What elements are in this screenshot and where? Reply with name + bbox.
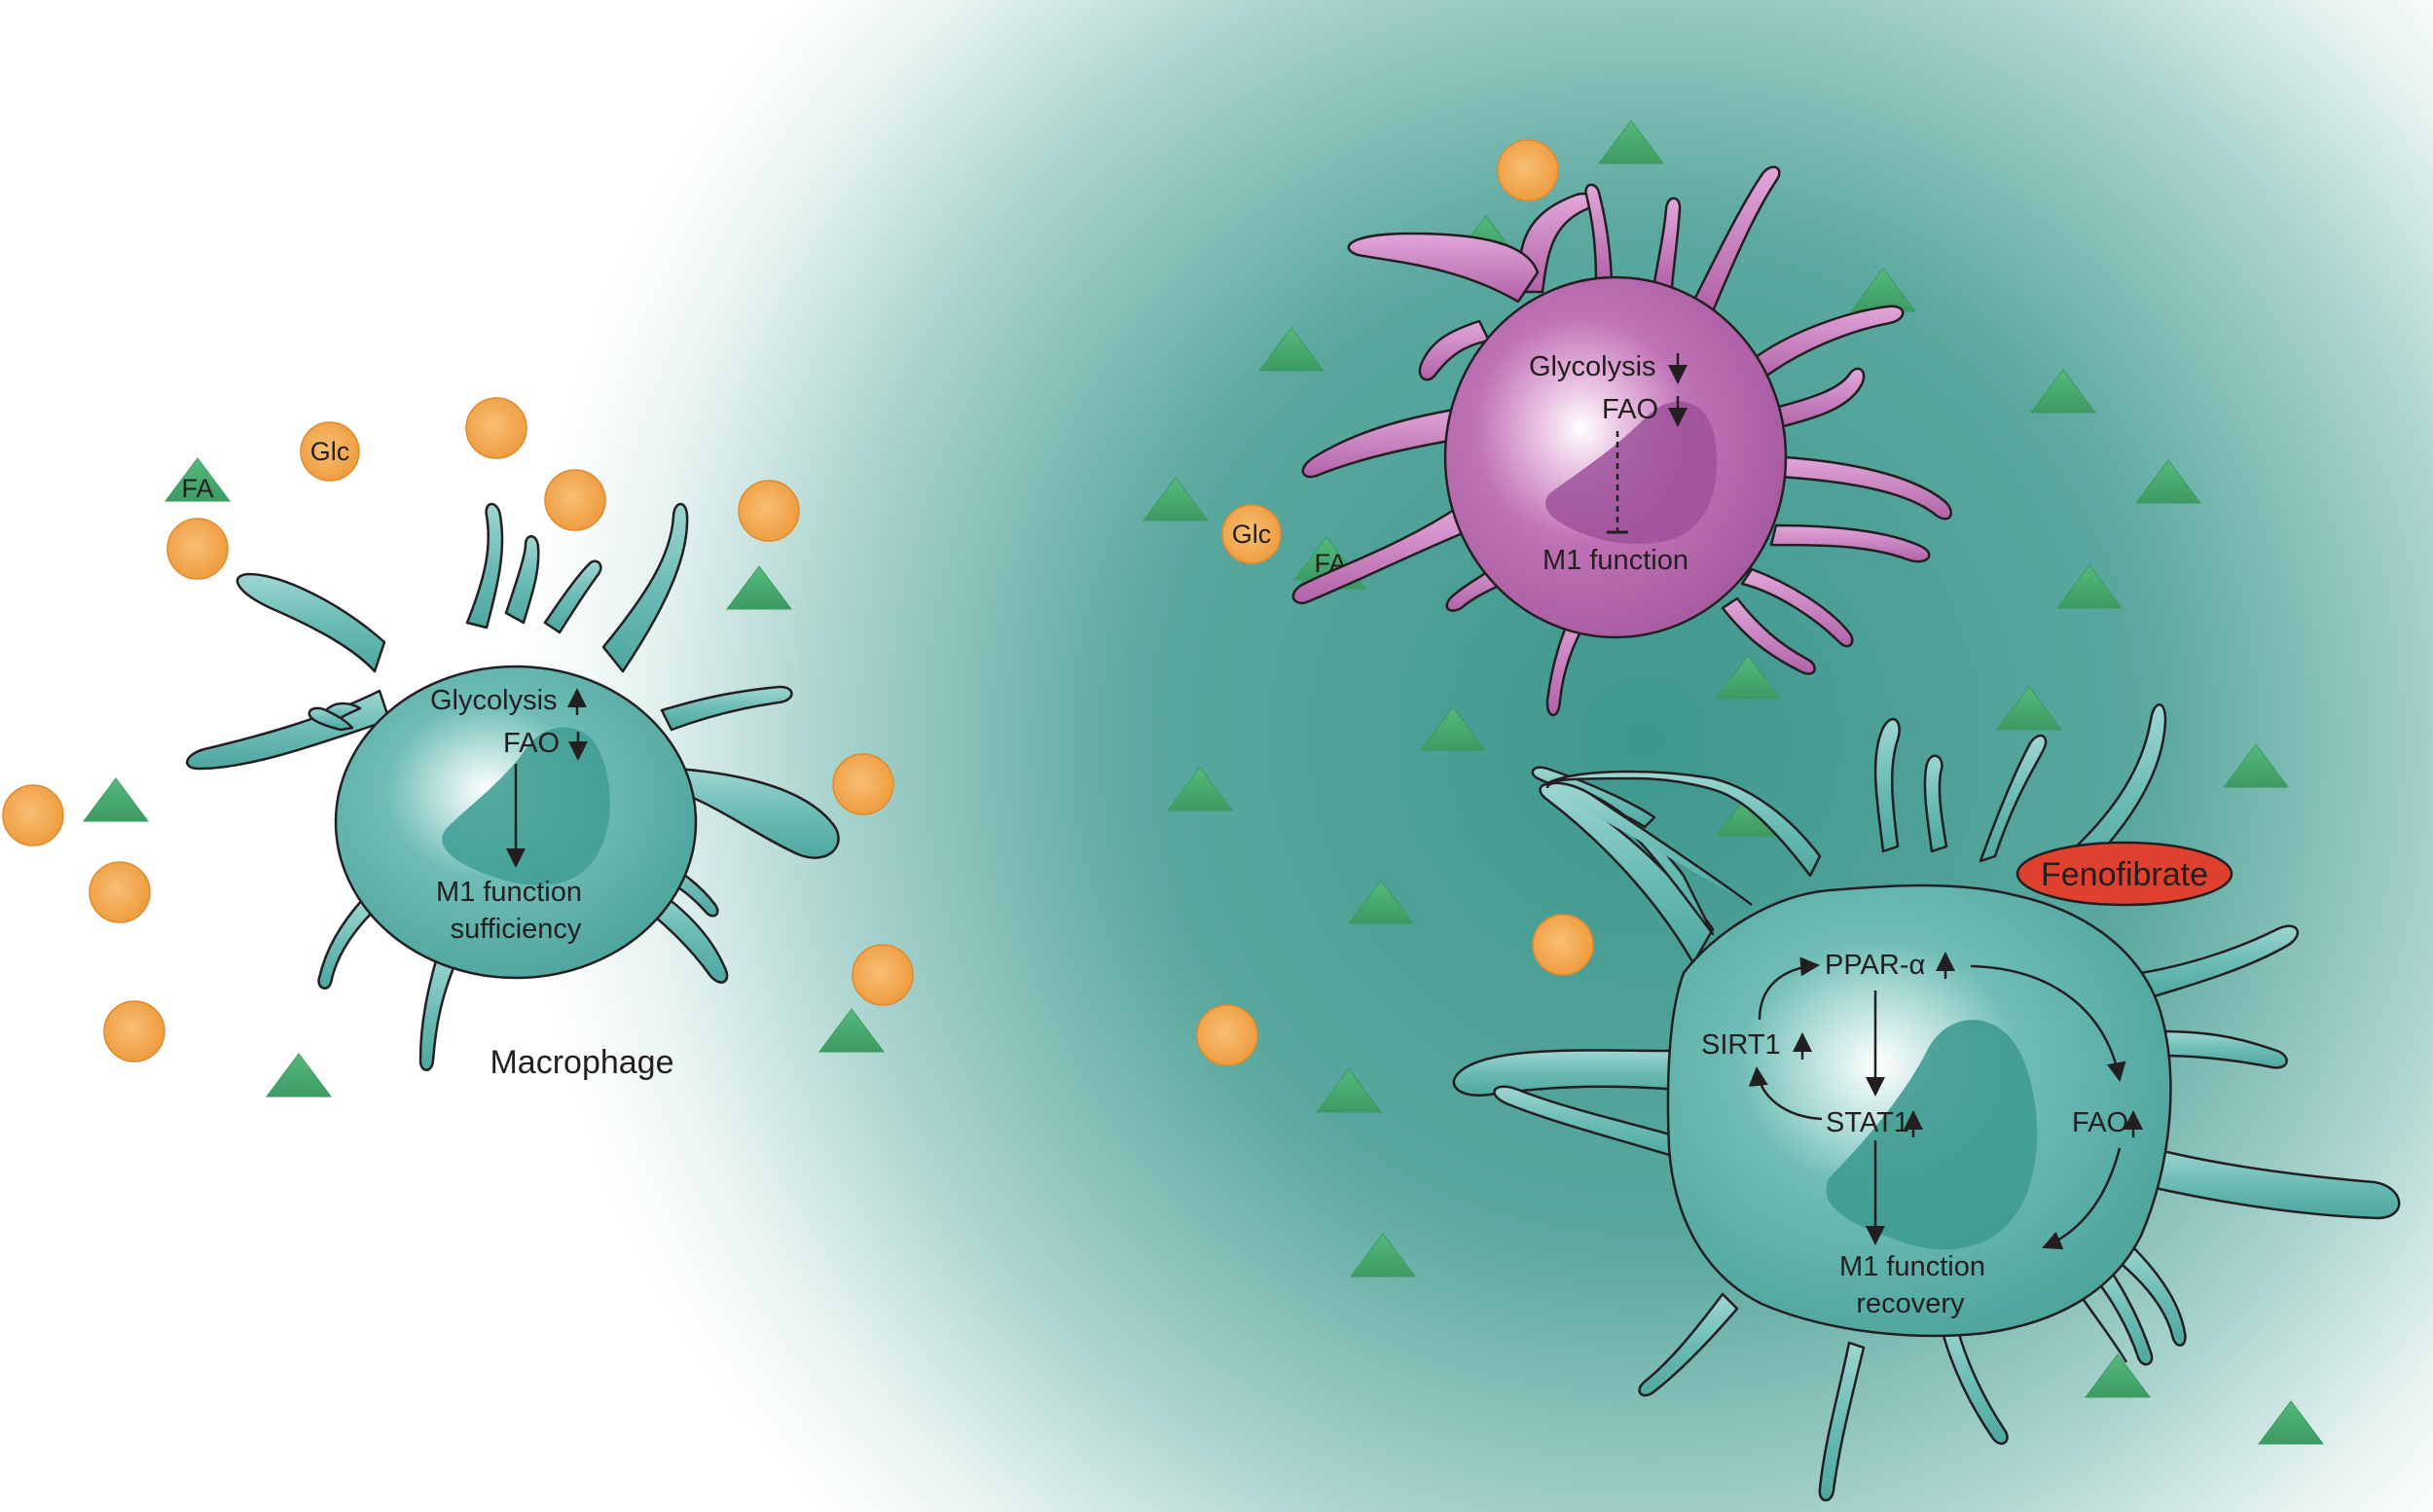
m1-function-label: M1 function [1543, 545, 1689, 576]
impaired-macrophage: Glycolysis FAO M1 function [1291, 165, 1952, 717]
stat1-label: STAT1 [1826, 1107, 1909, 1138]
fatty-acid-triangle [2223, 743, 2289, 788]
glucose-label: Glc [1232, 520, 1272, 549]
glucose-circle [832, 753, 894, 815]
macrophage-nucleus [442, 727, 610, 885]
fatty-acid-triangle [83, 777, 149, 822]
fatty-acid-molecules [83, 120, 2324, 1445]
sufficiency-label: sufficiency [451, 914, 582, 945]
impaired-nucleus [1545, 401, 1718, 544]
fatty-acid-triangle [1258, 327, 1325, 372]
glucose-circle [166, 518, 229, 580]
fatty-acid-triangle [1715, 655, 1781, 700]
treated-nucleus [1826, 1020, 2038, 1250]
fao-label: FAO [503, 728, 560, 759]
glucose-circle [1196, 1004, 1258, 1066]
glucose-circle [1532, 914, 1594, 976]
fenofibrate-label: Fenofibrate [2041, 856, 2208, 893]
fatty-acid-triangle [2135, 459, 2201, 504]
fatty-acid-triangle [1167, 767, 1233, 811]
glucose-circle [1497, 139, 1559, 201]
fatty-acid-triangle [726, 565, 792, 610]
fatty-acid-triangle [2030, 369, 2096, 414]
fatty-acid-triangle [164, 457, 231, 502]
fatty-acid-triangle [1316, 1068, 1382, 1113]
fatty-acid-label: FA [181, 474, 213, 503]
fatty-acid-triangle [2056, 564, 2123, 609]
fenofibrate-badge [2015, 841, 2233, 907]
m1-function-label: M1 function [1839, 1251, 1985, 1282]
glucose-circle [2, 784, 64, 846]
m1-function-label: M1 function [436, 877, 582, 908]
stat1-to-sirt1-arrow [1748, 1066, 1823, 1121]
fatty-acid-triangle [2085, 1353, 2151, 1398]
fatty-acid-triangle [1420, 706, 1486, 751]
glycolysis-label: Glycolysis [430, 685, 558, 716]
glucose-circle [544, 469, 606, 531]
glucose-circle [89, 861, 151, 923]
fatty-acid-triangle [1350, 1233, 1416, 1278]
glucose-label: Glc [310, 437, 350, 466]
fatty-acid-triangle [266, 1053, 332, 1098]
sirt1-label: SIRT1 [1701, 1029, 1781, 1061]
fao-label: FAO [2072, 1107, 2128, 1138]
glucose-circle [103, 1000, 165, 1062]
fatty-acid-triangle [818, 1008, 885, 1053]
glucose-circle [738, 480, 800, 542]
glucose-molecules [2, 139, 1594, 1066]
ppar-to-fao-arrow [1970, 964, 2126, 1082]
glucose-circle [852, 944, 914, 1006]
fatty-acid-triangle [2258, 1400, 2324, 1445]
glucose-circle [465, 397, 527, 459]
glucose-circle [300, 421, 360, 482]
fatty-acid-triangle [1143, 477, 1209, 522]
ppar-alpha-label: PPAR-α [1825, 950, 1925, 981]
fao-to-m1-arrow [2042, 1147, 2122, 1250]
macrophage-caption: Macrophage [490, 1044, 673, 1081]
normal-macrophage: Glycolysis FAO M1 function sufficiency M… [186, 502, 840, 1081]
fatty-acid-triangle [1598, 120, 1664, 164]
recovery-label: recovery [1856, 1288, 1965, 1319]
fatty-acid-triangle [1348, 880, 1414, 924]
glycolysis-label: Glycolysis [1529, 351, 1656, 382]
sirt1-to-ppar-arrow [1758, 956, 1820, 1021]
treated-macrophage: Fenofibrate PPAR-α SIRT1 STAT1 FAO M1 fu… [1452, 703, 2401, 1502]
glucose-circle [1221, 504, 1282, 564]
fatty-acid-triangle [1996, 686, 2062, 731]
fao-label: FAO [1602, 394, 1658, 425]
